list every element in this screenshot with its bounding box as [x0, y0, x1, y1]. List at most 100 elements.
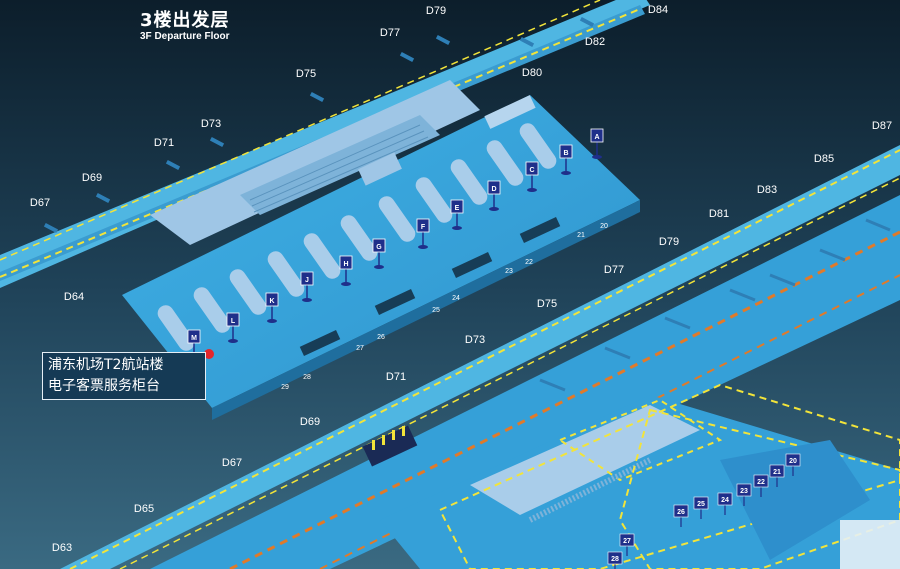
sign-base [267, 319, 277, 323]
sign-base [228, 339, 238, 343]
checkin-counter-sign[interactable]: J [300, 271, 314, 302]
counter-letter: G [376, 244, 382, 251]
counter-number: 22 [757, 479, 765, 486]
counter-letter: C [529, 167, 534, 174]
eticket-counter-location-dot[interactable] [204, 349, 214, 359]
lower-counter-sign[interactable]: 20 [785, 453, 801, 476]
sign-plate [525, 161, 539, 176]
sign-plate [487, 180, 501, 195]
gate-label: D83 [757, 184, 777, 196]
lower-counter-sign[interactable]: 23 [736, 483, 752, 506]
gate-label: D73 [201, 118, 221, 130]
lower-counter-sign[interactable]: 24 [717, 492, 733, 515]
gate-label: D79 [659, 236, 679, 248]
floor-title-en: 3F Departure Floor [140, 31, 230, 42]
sign-plate [300, 271, 314, 286]
floor-title-cn: 3楼出发层 [140, 10, 230, 31]
gate-label: D73 [465, 334, 485, 346]
lower-counter-sign[interactable]: 27 [619, 533, 635, 556]
checkin-counter-sign[interactable]: C [525, 161, 539, 192]
sign-base [418, 245, 428, 249]
door-number: 24 [452, 295, 460, 302]
lower-counter-sign[interactable]: 22 [753, 474, 769, 497]
gate-label: D79 [426, 5, 446, 17]
gate-label: D67 [30, 197, 50, 209]
sign-base [489, 207, 499, 211]
gate-label: D77 [604, 264, 624, 276]
sign-plate [785, 453, 801, 467]
counter-letter: A [594, 134, 599, 141]
counter-letter: J [305, 277, 309, 284]
sign-plate [187, 329, 201, 344]
checkin-counter-sign[interactable]: H [339, 255, 353, 286]
counter-number: 20 [789, 458, 797, 465]
sign-base [592, 155, 602, 159]
counter-number: 27 [623, 538, 631, 545]
counter-number: 24 [721, 497, 729, 504]
sign-plate [607, 551, 623, 565]
lower-road [60, 145, 900, 569]
gate-label: D64 [64, 291, 84, 303]
lower-counter-sign[interactable]: 28 [607, 551, 623, 569]
sign-plate [450, 199, 464, 214]
counter-number: 25 [697, 501, 705, 508]
counter-letter: B [563, 150, 568, 157]
gate-label: D87 [872, 120, 892, 132]
door-number: 26 [377, 334, 385, 341]
sign-plate [372, 238, 386, 253]
gate-label: D69 [300, 416, 320, 428]
eticket-counter-callout[interactable]: 浦东机场T2航站楼 电子客票服务柜台 [42, 352, 206, 400]
sign-plate [559, 144, 573, 159]
lower-counter-sign[interactable]: 21 [769, 464, 785, 487]
counter-number: 21 [773, 469, 781, 476]
sign-plate [226, 312, 240, 327]
checkin-counter-sign[interactable]: E [450, 199, 464, 230]
sign-base [341, 282, 351, 286]
gate-label: D65 [134, 503, 154, 515]
gate-label: D77 [380, 27, 400, 39]
sign-base [302, 298, 312, 302]
counter-letter: L [231, 318, 236, 325]
sign-plate [619, 533, 635, 547]
checkin-counter-sign[interactable]: F [416, 218, 430, 249]
gate-label: D63 [52, 542, 72, 554]
gate-label: D69 [82, 172, 102, 184]
sign-plate [265, 292, 279, 307]
gate-label: D75 [537, 298, 557, 310]
callout-line-2: 电子客票服务柜台 [48, 378, 160, 394]
lower-counter-markers: 20 21 22 23 24 25 26 27 28 [607, 453, 801, 569]
counter-number: 28 [611, 556, 619, 563]
checkin-counter-sign[interactable]: G [372, 238, 386, 269]
lower-counter-sign[interactable]: 26 [673, 504, 689, 527]
counter-number: 23 [740, 488, 748, 495]
callout-line-1: 浦东机场T2航站楼 [48, 357, 164, 373]
counter-letter: F [421, 224, 426, 231]
door-number: 23 [505, 268, 513, 275]
lower-terminal-block [362, 383, 900, 569]
sign-plate [590, 128, 604, 143]
counter-letter: K [269, 298, 274, 305]
floor-title: 3楼出发层 3F Departure Floor [140, 6, 230, 42]
counter-letter: H [343, 261, 348, 268]
counter-letter: M [191, 335, 197, 342]
sign-base [452, 226, 462, 230]
gate-label: D67 [222, 457, 242, 469]
checkin-counter-sign[interactable]: D [487, 180, 501, 211]
checkin-counter-sign[interactable]: B [559, 144, 573, 175]
gate-label: D85 [814, 153, 834, 165]
sign-base [527, 188, 537, 192]
door-number: 20 [600, 223, 608, 230]
checkin-counter-sign[interactable]: A [590, 128, 604, 159]
gate-label: D71 [154, 137, 174, 149]
sign-base [374, 265, 384, 269]
door-number: 22 [525, 259, 533, 266]
sign-plate [717, 492, 733, 506]
gate-label: D81 [709, 208, 729, 220]
lower-counter-sign[interactable]: 25 [693, 496, 709, 519]
sign-plate [339, 255, 353, 270]
checkin-counter-sign[interactable]: L [226, 312, 240, 343]
sign-base [561, 171, 571, 175]
checkin-counter-sign[interactable]: K [265, 292, 279, 323]
